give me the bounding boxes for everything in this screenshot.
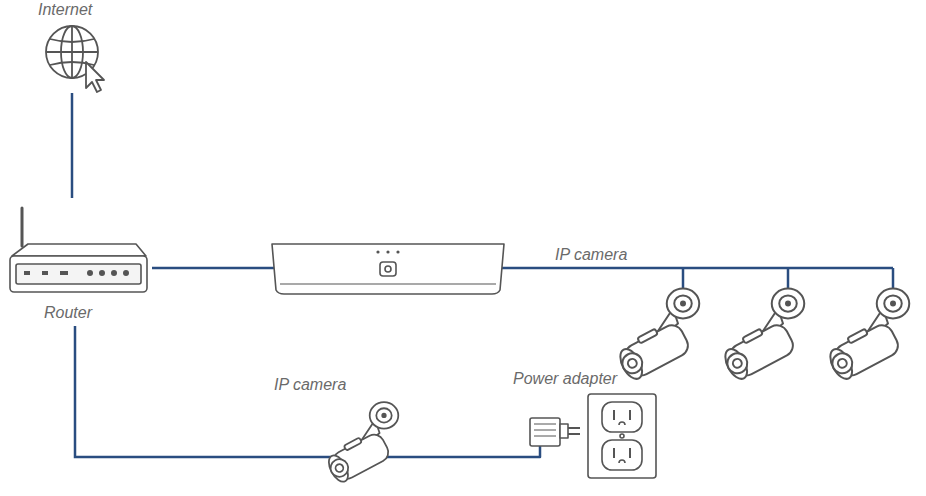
power-adapter-node: Power adapter [505,370,661,482]
node-label: Power adapter [513,370,617,388]
internet-globe [46,26,104,92]
node-label: Router [44,304,92,322]
node-label: Internet [38,1,92,19]
camera-node: IP camera [268,376,408,492]
ip-camera-icon [323,402,398,485]
node-label: IP camera [274,376,346,394]
internet-node: Internet [28,1,120,93]
router-icon [10,208,147,292]
router-node: Router [6,198,152,326]
network-cable [75,326,268,457]
nvr-recorder [272,244,504,294]
node-label: IP camera [555,246,627,264]
ip-camera-icon [824,289,909,383]
camera-chain [550,268,909,382]
network-cable [71,93,74,198]
power-adapter-icon [505,418,580,457]
ip-camera-icon [614,289,699,383]
wall-outlet [588,394,656,478]
ip-camera-icon [719,289,804,383]
camera-single [268,402,408,485]
network-cable [408,456,505,459]
